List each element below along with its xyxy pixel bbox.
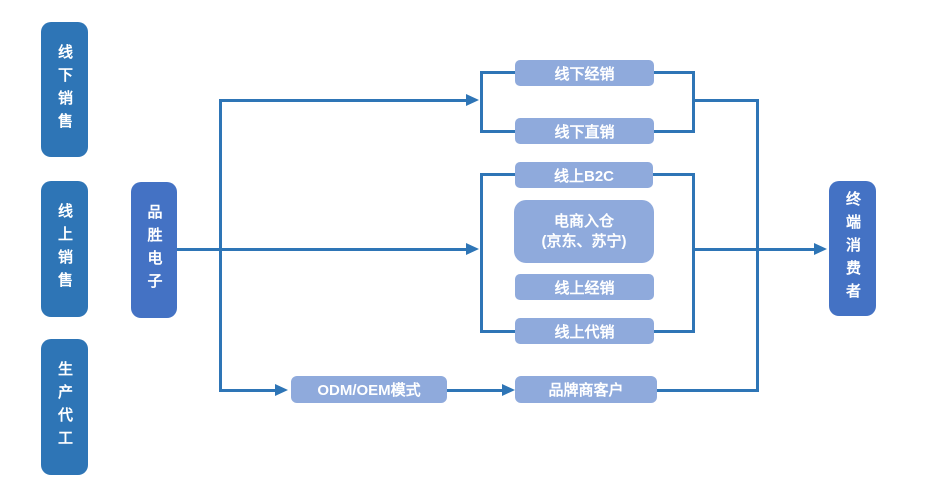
category-oem-production-label: 生产代工: [56, 361, 73, 453]
arrowhead-consumer: [814, 243, 827, 255]
bracket-offline-left-bottom-stub: [480, 130, 515, 133]
brand-customers-label: 品牌商客户: [548, 382, 624, 399]
category-offline-sales: 线下销售: [41, 22, 88, 157]
channel-offline-distribution: 线下经销: [515, 60, 654, 86]
connector-branch-vertical: [219, 99, 222, 392]
channel-online-b2c: 线上B2C: [515, 162, 653, 188]
category-oem-production: 生产代工: [41, 339, 88, 475]
channel-offline-direct: 线下直销: [515, 118, 654, 144]
arrowhead-odm: [275, 384, 288, 396]
connector-brand-out: [657, 389, 759, 392]
bracket-online-left-top-stub: [480, 173, 515, 176]
arrowhead-brand: [502, 384, 515, 396]
connector-to-consumer: [692, 248, 815, 251]
bracket-online-right: [692, 173, 695, 333]
bracket-offline-right-top-stub: [654, 71, 695, 74]
category-offline-sales-label: 线下销售: [56, 43, 73, 136]
arrowhead-offline-group: [466, 94, 479, 106]
company-node-label: 品胜电子: [145, 204, 163, 296]
bracket-online-left-bottom-stub: [480, 330, 515, 333]
connector-to-offline-group: [219, 99, 467, 102]
bracket-online-right-top-stub: [653, 173, 695, 176]
channel-online-b2c-label: 线上B2C: [553, 167, 614, 185]
odm-oem-mode-node: ODM/OEM模式: [291, 376, 447, 403]
arrowhead-online-group: [466, 243, 479, 255]
connector-collector-vertical: [756, 99, 759, 392]
end-consumer-node: 终端消费者: [829, 181, 876, 316]
connector-company-to-online: [177, 248, 467, 251]
channel-online-distribution: 线上经销: [515, 274, 654, 300]
connector-offline-out: [692, 99, 759, 102]
bracket-offline-right: [692, 71, 695, 133]
channel-ecommerce-warehouse: 电商入仓 (京东、苏宁): [514, 200, 654, 263]
connector-to-odm: [219, 389, 276, 392]
bracket-offline-right-bottom-stub: [654, 130, 695, 133]
channel-online-consignment: 线上代销: [515, 318, 654, 344]
channel-online-distribution-label: 线上经销: [554, 279, 615, 297]
end-consumer-node-label: 终端消费者: [844, 191, 861, 306]
bracket-offline-left-top-stub: [480, 71, 515, 74]
brand-customers-node: 品牌商客户: [515, 376, 657, 403]
channel-ecommerce-warehouse-label: 电商入仓: [553, 212, 614, 230]
channel-offline-distribution-label: 线下经销: [554, 65, 615, 83]
bracket-offline-left: [480, 71, 483, 133]
bracket-online-right-bottom-stub: [653, 330, 695, 333]
category-online-sales-label: 线上销售: [56, 203, 73, 295]
connector-odm-to-brand: [447, 389, 503, 392]
bracket-online-left: [480, 173, 483, 333]
company-node: 品胜电子: [131, 182, 177, 318]
category-online-sales: 线上销售: [41, 181, 88, 317]
odm-oem-mode-label: ODM/OEM模式: [317, 382, 421, 399]
channel-ecommerce-warehouse-sublabel: (京东、苏宁): [541, 232, 627, 250]
channel-online-consignment-label: 线上代销: [554, 323, 615, 341]
channel-offline-direct-label: 线下直销: [554, 123, 615, 141]
